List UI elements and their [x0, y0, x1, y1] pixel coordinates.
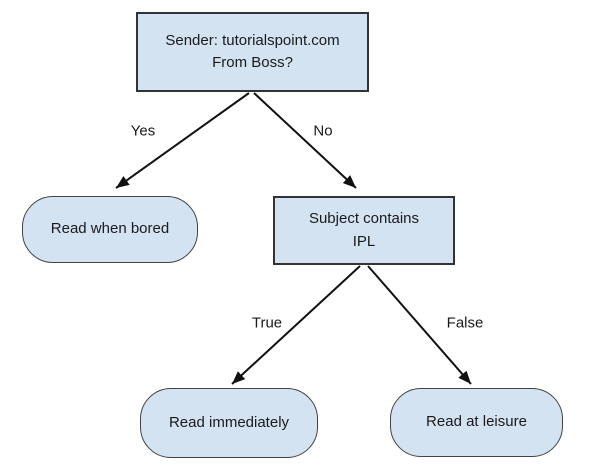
node-read-immediately: Read immediately: [140, 388, 318, 458]
edge-yes-arrow: [115, 92, 250, 189]
node-subject-contains-ipl: Subject contains IPL: [273, 196, 455, 265]
edge-true-arrow: [231, 265, 361, 385]
edge-label-true: True: [251, 314, 283, 332]
edge-false-arrow: [367, 265, 472, 385]
edge-label-no: No: [313, 122, 333, 140]
edge-no-arrow: [253, 92, 357, 189]
edge-label-false: False: [446, 314, 484, 332]
node-root-decision: Sender: tutorialspoint.com From Boss?: [136, 12, 369, 92]
node-read-at-leisure: Read at leisure: [390, 388, 563, 457]
edge-label-yes: Yes: [130, 122, 156, 140]
node-read-when-bored: Read when bored: [22, 196, 198, 263]
